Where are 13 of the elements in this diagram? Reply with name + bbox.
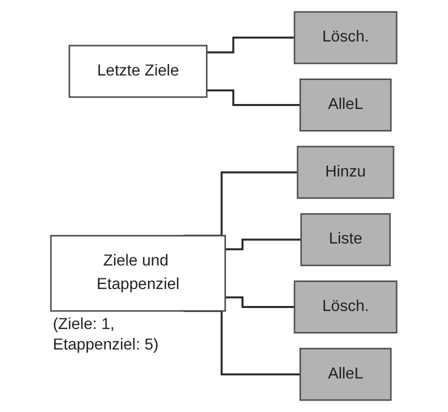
node-caption: (Ziele: 1, Etappenziel: 5) (52, 314, 160, 356)
connector (206, 36, 295, 54)
connector (225, 296, 295, 308)
node-box: Hinzu (297, 146, 394, 199)
node-box: Lösch. (294, 11, 398, 64)
node-box: AlleL (300, 348, 392, 401)
connector (206, 89, 300, 106)
connector (225, 238, 302, 250)
node-box: Lösch. (294, 280, 398, 334)
node-box: Liste (300, 213, 391, 266)
node-box: Ziele und Etappenziel (50, 234, 226, 312)
node-box: AlleL (300, 78, 392, 132)
node-box: Letzte Ziele (68, 44, 208, 98)
